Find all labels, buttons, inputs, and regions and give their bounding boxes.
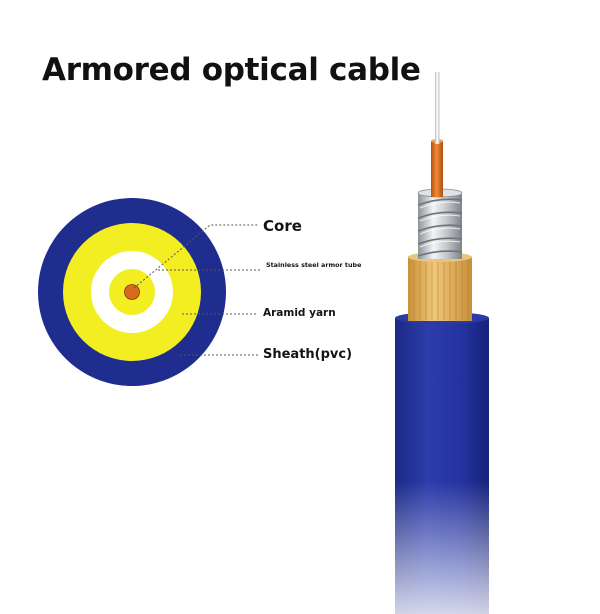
sheath-label: Sheath(pvc): [263, 347, 353, 362]
cable-tight-buffer: [431, 141, 443, 197]
aramid-yarn-label: Aramid yarn: [263, 307, 336, 319]
cable-fiber-core: [435, 72, 440, 144]
cable-aramid-yarn: [408, 257, 472, 321]
cable-sheath-fade: [395, 318, 489, 614]
cable-illustration: [395, 72, 489, 614]
leader-lines: [133, 224, 260, 356]
yarn-texture: [413, 258, 469, 320]
core-dot: [124, 284, 140, 300]
core-leader: [133, 224, 258, 289]
core-label: Core: [263, 217, 302, 235]
cross-section: [38, 198, 226, 386]
armor-tube-label: Stainless steel armor tube: [266, 261, 362, 269]
armor-spiral: [417, 198, 463, 257]
page-title: Armored optical cable: [42, 52, 421, 88]
